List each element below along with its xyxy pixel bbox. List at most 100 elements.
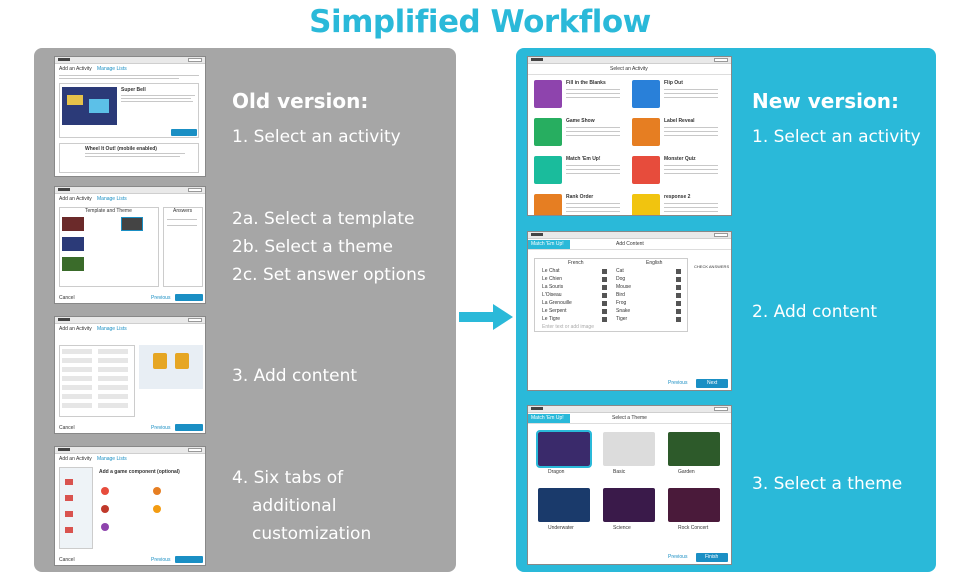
new-step-2: 2. Add content xyxy=(752,302,878,322)
english-word-cell[interactable]: Snake xyxy=(616,308,631,314)
english-column-header: English xyxy=(646,260,663,266)
activity-name: Game Show xyxy=(566,118,595,124)
theme-name: Basic xyxy=(613,469,626,475)
old-step-2b: 2b. Select a theme xyxy=(232,237,394,257)
activity-icon[interactable] xyxy=(534,156,562,184)
image-icon[interactable] xyxy=(602,269,607,274)
finish-button[interactable] xyxy=(175,556,203,563)
enter-text-placeholder[interactable]: Enter text or add image xyxy=(542,324,594,330)
old-screenshot-select-activity: Add an Activity Manage Lists Super Bell … xyxy=(54,56,206,177)
cancel-button[interactable]: Cancel xyxy=(59,425,75,431)
image-icon[interactable] xyxy=(676,309,681,314)
manage-lists-link[interactable]: Manage Lists xyxy=(97,456,127,462)
image-icon[interactable] xyxy=(676,277,681,282)
previous-button[interactable]: Previous xyxy=(668,380,688,386)
image-icon[interactable] xyxy=(676,301,681,306)
next-button[interactable] xyxy=(175,294,203,301)
finish-button-label: Finish xyxy=(705,554,719,560)
manage-lists-link[interactable]: Manage Lists xyxy=(97,66,127,72)
add-activity-label: Add an Activity xyxy=(59,456,92,462)
image-icon[interactable] xyxy=(602,293,607,298)
image-icon[interactable] xyxy=(676,285,681,290)
theme-thumbnail[interactable] xyxy=(603,432,655,466)
theme-name: Science xyxy=(613,525,631,531)
check-answers-label: CHECK ANSWERS xyxy=(694,264,730,269)
activity-icon[interactable] xyxy=(534,80,562,108)
old-step-3: 3. Add content xyxy=(232,366,358,386)
english-word-cell[interactable]: Cat xyxy=(616,268,624,274)
answers-label: Answers xyxy=(173,208,193,214)
new-step-1: 1. Select an activity xyxy=(752,127,921,147)
image-icon[interactable] xyxy=(602,277,607,282)
french-word-cell[interactable]: L'Oiseau xyxy=(542,292,562,298)
image-icon[interactable] xyxy=(602,285,607,290)
french-word-cell[interactable]: La Souris xyxy=(542,284,564,290)
english-word-cell[interactable]: Bird xyxy=(616,292,625,298)
activity-icon[interactable] xyxy=(534,194,562,215)
english-word-cell[interactable]: Dog xyxy=(616,276,626,282)
image-icon[interactable] xyxy=(676,269,681,274)
next-button[interactable] xyxy=(175,424,203,431)
image-icon[interactable] xyxy=(602,317,607,322)
old-step-4: 4. Six tabs of xyxy=(232,468,344,488)
french-word-cell[interactable]: Le Serpent xyxy=(542,308,567,314)
old-step-2c: 2c. Set answer options xyxy=(232,265,426,285)
activity-icon[interactable] xyxy=(632,118,660,146)
english-word-cell[interactable]: Tiger xyxy=(616,316,628,322)
previous-button[interactable]: Previous xyxy=(151,425,171,431)
theme-thumbnail[interactable] xyxy=(603,488,655,522)
add-content-header: Add Content xyxy=(616,241,644,247)
template-theme-label: Template and Theme xyxy=(85,208,132,214)
image-icon[interactable] xyxy=(676,293,681,298)
english-word-cell[interactable]: Frog xyxy=(616,300,627,306)
add-activity-label: Add an Activity xyxy=(59,326,92,332)
old-step-4-line-2: additional xyxy=(252,496,337,516)
component-title: Add a game component (optional) xyxy=(99,469,180,475)
activity-name: Match 'Em Up! xyxy=(566,156,601,162)
theme-thumbnail[interactable] xyxy=(668,432,720,466)
theme-thumbnail[interactable] xyxy=(536,430,592,468)
use-this-activity-button[interactable] xyxy=(171,129,197,136)
add-activity-label: Add an Activity xyxy=(59,66,92,72)
old-screenshot-customization: Add an Activity Manage Lists Add a game … xyxy=(54,446,206,566)
manage-lists-link[interactable]: Manage Lists xyxy=(97,196,127,202)
english-word-cell[interactable]: Mouse xyxy=(616,284,632,290)
manage-lists-link[interactable]: Manage Lists xyxy=(97,326,127,332)
previous-button[interactable]: Previous xyxy=(668,554,688,560)
activity-tab-label[interactable]: Match 'Em Up! xyxy=(531,415,564,421)
activity-name: response 2 xyxy=(664,194,691,200)
select-theme-header: Select a Theme xyxy=(612,415,647,421)
theme-name: Underwater xyxy=(548,525,574,531)
select-activity-header: Select an Activity xyxy=(610,66,648,72)
old-game-name-2: Wheel It Out! (mobile enabled) xyxy=(85,146,157,152)
finish-button[interactable] xyxy=(696,553,728,562)
french-word-cell[interactable]: Le Chat xyxy=(542,268,560,274)
activity-icon[interactable] xyxy=(534,118,562,146)
activity-icon[interactable] xyxy=(632,194,660,215)
new-version-heading: New version: xyxy=(752,89,899,113)
previous-button[interactable]: Previous xyxy=(151,557,171,563)
new-step-3: 3. Select a theme xyxy=(752,474,903,494)
image-icon[interactable] xyxy=(676,317,681,322)
previous-button[interactable]: Previous xyxy=(151,295,171,301)
french-word-cell[interactable]: Le Chien xyxy=(542,276,563,282)
activity-name: Flip Out xyxy=(664,80,683,86)
theme-thumbnail[interactable] xyxy=(538,488,590,522)
cancel-button[interactable]: Cancel xyxy=(59,295,75,301)
theme-name: Rock Concert xyxy=(678,525,709,531)
cancel-button[interactable]: Cancel xyxy=(59,557,75,563)
activity-icon[interactable] xyxy=(632,156,660,184)
new-screenshot-add-content: Match 'Em Up! Add Content French English… xyxy=(527,231,732,391)
french-word-cell[interactable]: Le Tigre xyxy=(542,316,561,322)
theme-thumbnail[interactable] xyxy=(668,488,720,522)
next-button-label: Next xyxy=(707,380,718,386)
activity-tab-label[interactable]: Match 'Em Up! xyxy=(531,241,564,247)
activity-icon[interactable] xyxy=(632,80,660,108)
french-word-cell[interactable]: La Grenouille xyxy=(542,300,572,306)
right-arrow-icon xyxy=(459,304,513,330)
image-icon[interactable] xyxy=(602,309,607,314)
next-button[interactable] xyxy=(696,379,728,388)
image-icon[interactable] xyxy=(602,301,607,306)
